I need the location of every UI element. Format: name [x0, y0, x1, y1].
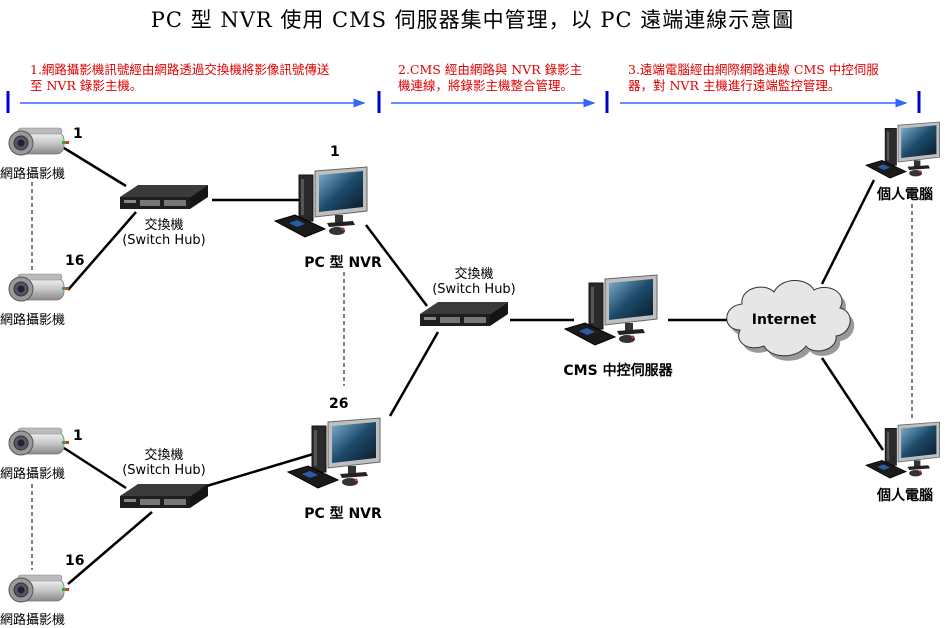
switch-label: 交換機 (Switch Hub): [116, 214, 212, 248]
switch-label-zh: 交換機: [144, 448, 184, 463]
switch-label-zh: 交換機: [454, 267, 494, 282]
personal-computer-label: 個人電腦: [877, 187, 933, 203]
switch-label-en: (Switch Hub): [432, 282, 516, 297]
link-camera1-switch3: [63, 446, 127, 490]
step-3-text: 3.遠端電腦經由網際網路連線 CMS 中控伺服 器，對 NVR 主機進行遠端監控…: [628, 62, 879, 94]
camera-number: 1: [73, 126, 83, 142]
link-switch2-nvr26: [388, 331, 440, 417]
switch-label-zh: 交換機: [144, 218, 184, 233]
internet-label: Internet: [751, 312, 817, 328]
switch-label-en: (Switch Hub): [122, 233, 206, 248]
nvr-label: PC 型 NVR: [304, 506, 382, 522]
camera-label: 網路攝影機: [0, 467, 66, 482]
step-2-line1: 2.CMS 經由網路與 NVR 錄影主: [398, 62, 583, 77]
step-3-line2: 器，對 NVR 主機進行遠端監控管理。: [628, 78, 841, 93]
diagram-title: PC 型 NVR 使用 CMS 伺服器集中管理，以 PC 遠端連線示意圖: [150, 8, 795, 32]
step-2-text: 2.CMS 經由網路與 NVR 錄影主 機連線，將錄影主機整合管理。: [398, 62, 582, 94]
link-camera1-switch1: [63, 146, 127, 188]
personal-computer-icon: [865, 121, 940, 179]
camera-label: 網路攝影機: [0, 167, 66, 182]
personal-computer-label: 個人電腦: [877, 488, 933, 504]
camera-icon: [8, 127, 70, 156]
nvr-number: 1: [330, 144, 340, 160]
camera-icon: [8, 574, 70, 603]
internet-cloud-icon: [726, 280, 855, 361]
link-nvr1-switch2: [365, 224, 428, 307]
camera-number: 16: [65, 553, 85, 569]
step-3-line1: 3.遠端電腦經由網際網路連線 CMS 中控伺服: [628, 62, 879, 77]
switch-label-en: (Switch Hub): [122, 463, 206, 478]
camera-number: 1: [73, 428, 83, 444]
step-1-text: 1.網路攝影機訊號經由網路透過交換機將影像訊號傳送 至 NVR 錄影主機。: [30, 62, 329, 94]
switch-hub-icon: [420, 302, 508, 326]
link-camera16-switch1: [67, 211, 137, 291]
camera-icon: [8, 427, 70, 456]
nvr-label: PC 型 NVR: [304, 255, 382, 271]
step-1-line2: 至 NVR 錄影主機。: [30, 78, 143, 93]
network-links: [63, 146, 885, 585]
link-internet-pc2: [820, 357, 885, 451]
link-internet-pc1: [820, 179, 876, 285]
nvr-number: 26: [329, 396, 349, 412]
step-2-line2: 機連線，將錄影主機整合管理。: [398, 78, 574, 93]
dashed-continuation-lines: [31, 182, 913, 570]
cms-server-icon: [564, 274, 658, 346]
nvr-pc-icon: [274, 166, 368, 238]
switch-hub-icon: [120, 484, 208, 508]
nvr-pc-icon: [287, 417, 381, 489]
camera-icon: [8, 273, 70, 302]
camera-label: 網路攝影機: [0, 313, 66, 328]
link-switch3-nvr26: [199, 450, 321, 490]
step-1-line1: 1.網路攝影機訊號經由網路透過交換機將影像訊號傳送: [30, 62, 330, 77]
personal-computer-icon: [865, 421, 940, 479]
camera-label: 網路攝影機: [0, 613, 66, 628]
cms-server-label: CMS 中控伺服器: [563, 363, 673, 379]
switch-label: 交換機 (Switch Hub): [116, 444, 212, 478]
link-camera16-switch3: [67, 511, 153, 585]
camera-number: 16: [65, 253, 85, 269]
step-arrows: [6, 91, 921, 113]
switch-label: 交換機 (Switch Hub): [426, 263, 522, 297]
switch-hub-icon: [120, 185, 208, 209]
